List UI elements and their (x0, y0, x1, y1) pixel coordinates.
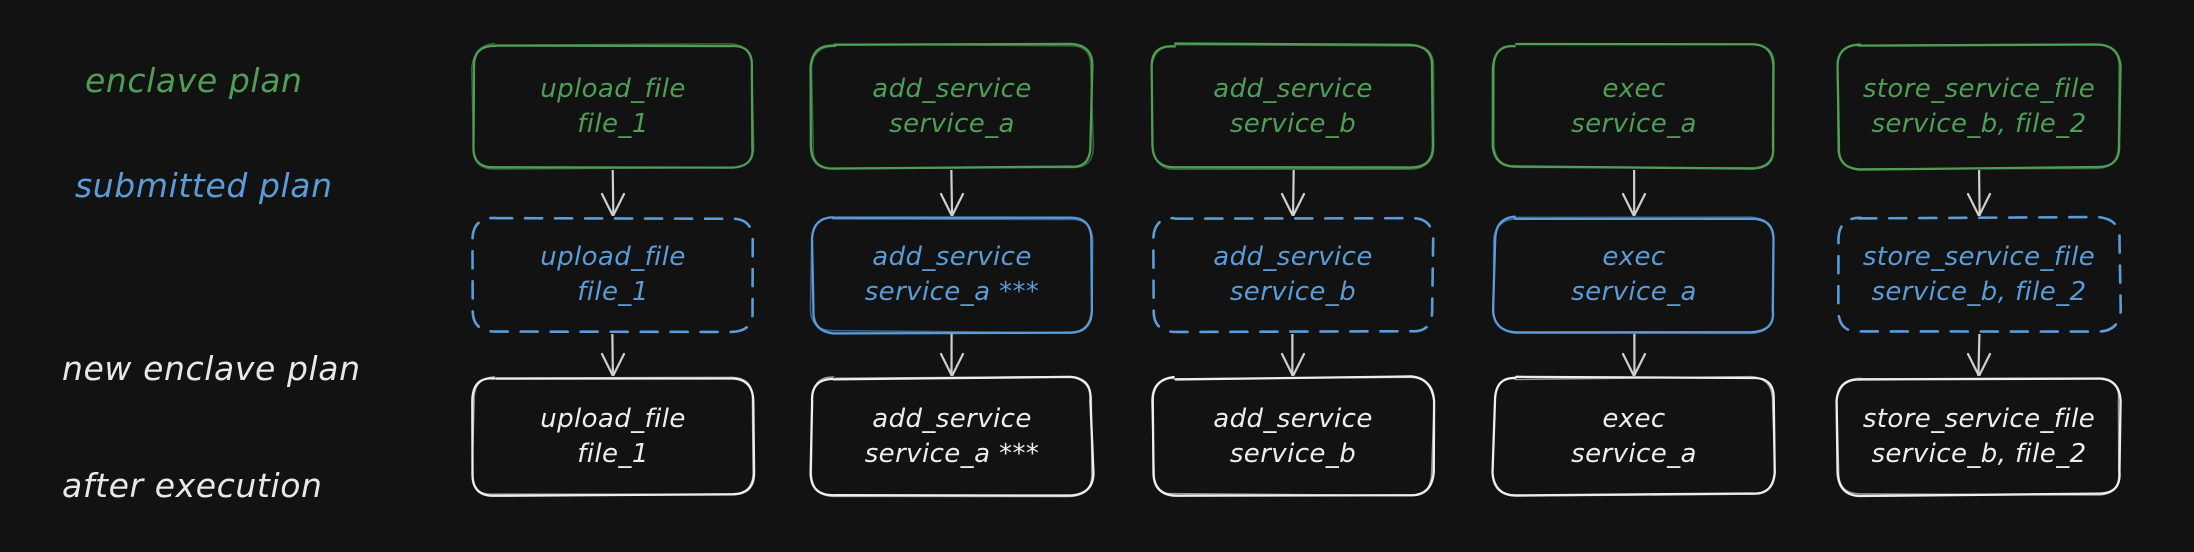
node-label-line1: add_service (872, 73, 1032, 104)
node-label-line1: exec (1602, 403, 1666, 434)
node-label: add_service service_b (1213, 402, 1372, 471)
node-label-line2: service_a *** (864, 438, 1040, 469)
arrow-down-icon (939, 334, 965, 376)
row-label-new-enclave-line2: after execution (62, 465, 323, 505)
arrow-down-icon (1280, 170, 1306, 216)
node-label: upload_file file_1 (540, 402, 686, 471)
node-new-enclave-plan-3[interactable]: add_service service_b (1151, 375, 1436, 497)
arrow-down-icon (1621, 334, 1647, 376)
node-submitted-plan-2[interactable]: add_service service_a *** (809, 216, 1094, 335)
node-label-line1: store_service_file (1862, 73, 2096, 104)
node-new-enclave-plan-2[interactable]: add_service service_a *** (809, 375, 1095, 498)
node-label-line2: service_b (1229, 108, 1357, 139)
arrow-down-icon (1280, 334, 1306, 376)
node-label-line2: service_b (1229, 277, 1357, 307)
arrow-down-icon (600, 170, 626, 216)
node-enclave-plan-4[interactable]: exec service_a (1491, 42, 1775, 170)
node-new-enclave-plan-4[interactable]: exec service_a (1491, 375, 1776, 497)
arrow-down-icon (939, 170, 965, 216)
node-label-line2: service_b, file_2 (1871, 438, 2087, 469)
node-label: add_service service_a *** (865, 402, 1040, 471)
node-label: store_service_file service_b, file_2 (1863, 72, 2095, 141)
node-label: add_service service_b (1213, 72, 1372, 141)
node-label: add_service service_a (872, 72, 1031, 141)
node-label-line2: file_1 (577, 438, 649, 469)
node-label-line1: add_service (1213, 242, 1373, 273)
node-new-enclave-plan-5[interactable]: store_service_file service_b, file_2 (1835, 377, 2122, 498)
node-label-line1: store_service_file (1862, 403, 2096, 434)
node-label: exec service_a (1571, 240, 1697, 309)
node-label-line1: store_service_file (1862, 242, 2096, 273)
node-label: add_service service_b (1213, 240, 1372, 309)
node-label-line2: service_a *** (864, 277, 1040, 307)
row-label-submitted-plan: submitted plan (75, 166, 333, 205)
arrow-down-icon (1966, 334, 1992, 376)
node-new-enclave-plan-1[interactable]: upload_file file_1 (471, 376, 756, 497)
node-submitted-plan-3[interactable]: add_service service_b (1152, 216, 1435, 334)
node-label-line1: exec (1602, 73, 1666, 104)
node-label-line2: file_1 (577, 108, 649, 139)
node-label-line2: service_a (1571, 438, 1697, 469)
node-submitted-plan-5[interactable]: store_service_file service_b, file_2 (1837, 215, 2123, 333)
node-label: exec service_a (1571, 72, 1697, 141)
node-label-line2: service_b, file_2 (1871, 108, 2087, 139)
node-label: store_service_file service_b, file_2 (1863, 240, 2095, 309)
node-enclave-plan-5[interactable]: store_service_file service_b, file_2 (1836, 43, 2122, 171)
node-label-line2: service_a (1571, 277, 1697, 307)
node-submitted-plan-1[interactable]: upload_file file_1 (471, 216, 755, 334)
node-label: upload_file file_1 (540, 240, 686, 309)
node-enclave-plan-2[interactable]: add_service service_a (809, 42, 1095, 170)
node-label-line1: upload_file (540, 242, 686, 273)
node-label-line2: file_1 (577, 277, 649, 307)
row-label-new-enclave-line1: new enclave plan (62, 348, 361, 388)
node-label: upload_file file_1 (540, 72, 686, 141)
row-label-new-enclave-plan: new enclave plan after execution (62, 272, 361, 552)
node-label-line1: add_service (872, 242, 1032, 273)
node-label: add_service service_a *** (865, 240, 1040, 309)
arrow-down-icon (1966, 170, 1992, 216)
node-label-line2: service_a (1571, 108, 1697, 139)
node-label-line1: add_service (872, 403, 1032, 434)
node-enclave-plan-1[interactable]: upload_file file_1 (471, 42, 755, 170)
node-label-line2: service_b, file_2 (1871, 277, 2087, 307)
node-label-line1: exec (1602, 242, 1666, 273)
node-label-line1: add_service (1213, 403, 1373, 434)
node-label: store_service_file service_b, file_2 (1863, 402, 2095, 471)
arrow-down-icon (1621, 170, 1647, 216)
node-label-line1: add_service (1213, 73, 1373, 104)
node-label-line1: upload_file (540, 73, 686, 104)
row-label-enclave-plan: enclave plan (85, 61, 303, 100)
node-label: exec service_a (1571, 402, 1697, 471)
node-label-line2: service_b (1229, 438, 1357, 469)
node-label-line1: upload_file (540, 403, 686, 434)
node-label-line2: service_a (889, 108, 1015, 139)
arrow-down-icon (600, 334, 626, 376)
node-enclave-plan-3[interactable]: add_service service_b (1150, 42, 1435, 171)
node-submitted-plan-4[interactable]: exec service_a (1491, 215, 1775, 335)
